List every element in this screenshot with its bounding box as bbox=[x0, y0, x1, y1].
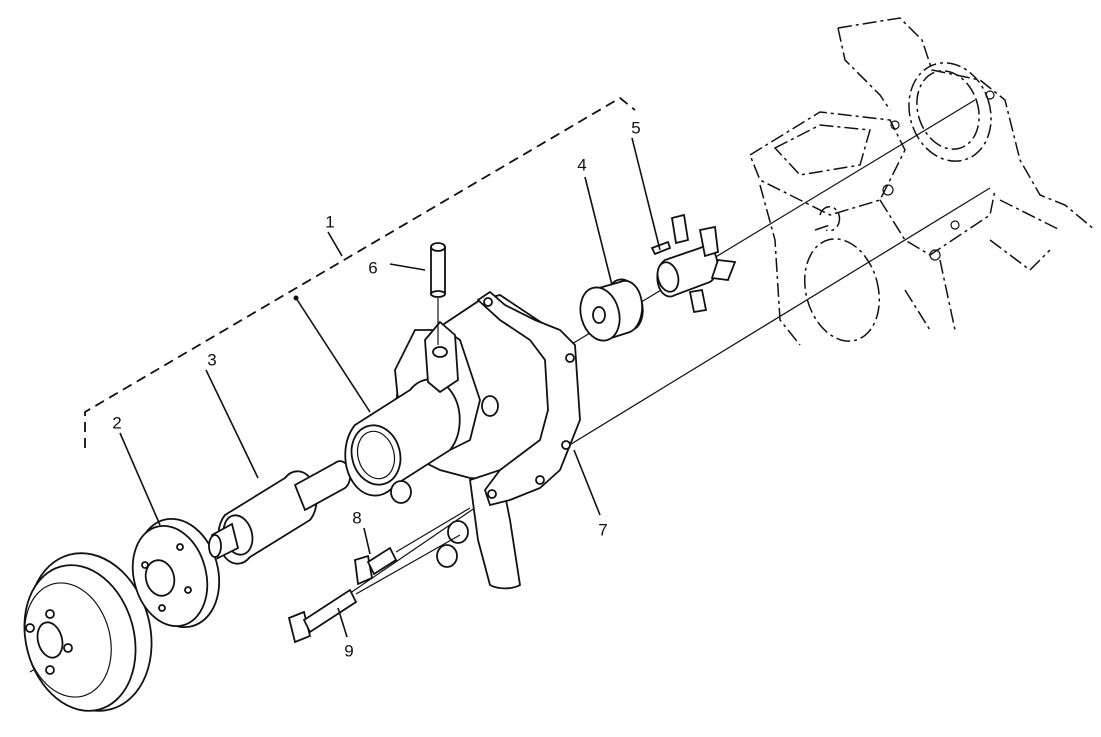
mechanical-seal bbox=[579, 278, 644, 342]
assembly-bracket bbox=[84, 96, 636, 448]
pipe-nipple bbox=[430, 242, 446, 345]
pulley bbox=[23, 552, 153, 712]
callout-7: 7 bbox=[598, 520, 608, 540]
callout-5: 5 bbox=[631, 118, 641, 138]
bolt-short bbox=[354, 507, 471, 586]
engine-block bbox=[749, 17, 1096, 346]
callout-3: 3 bbox=[207, 350, 217, 370]
callout-2: 2 bbox=[112, 413, 122, 433]
bolt-long bbox=[287, 534, 461, 644]
pump-body bbox=[344, 294, 576, 590]
bearing-shaft bbox=[208, 460, 352, 565]
callout-9: 9 bbox=[344, 641, 354, 661]
impeller bbox=[650, 213, 737, 314]
callout-1: 1 bbox=[325, 212, 335, 232]
leader-lines bbox=[119, 137, 661, 638]
callout-4: 4 bbox=[577, 155, 587, 175]
gasket bbox=[476, 290, 581, 507]
callout-8: 8 bbox=[352, 508, 362, 528]
callout-6: 6 bbox=[368, 258, 378, 278]
flange bbox=[131, 517, 221, 629]
